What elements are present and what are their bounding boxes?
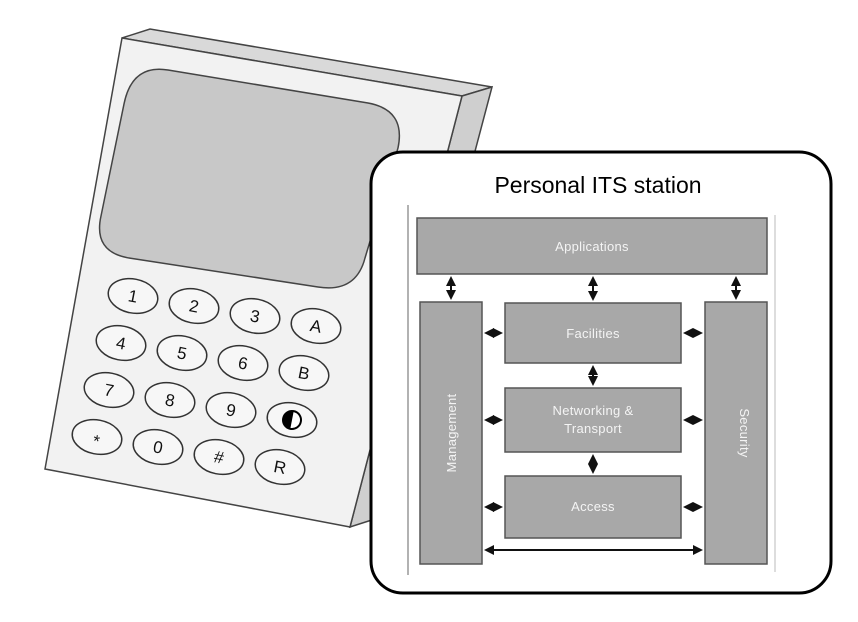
access-block — [504, 475, 682, 539]
key-label: 4 — [114, 333, 127, 353]
key-2[interactable]: 2 — [166, 285, 222, 328]
power-toggle-icon — [282, 410, 302, 430]
key-cap — [168, 287, 220, 325]
key-8[interactable]: 8 — [142, 379, 198, 422]
key-label: R — [272, 457, 288, 478]
key-cap — [278, 354, 330, 392]
key-label: 0 — [151, 437, 164, 457]
key-label: * — [91, 431, 101, 451]
station-title: Personal ITS station — [494, 172, 701, 198]
key-5[interactable]: 5 — [154, 332, 210, 375]
key-label: 5 — [175, 343, 188, 363]
facilities-label: Facilities — [566, 326, 620, 341]
key-label: 7 — [102, 380, 115, 400]
key-cap — [229, 297, 281, 335]
key-cap — [107, 277, 159, 315]
key-label: # — [212, 447, 225, 468]
key-label: 6 — [236, 353, 249, 373]
networking-label-line1: Networking & — [553, 403, 634, 418]
its-station-panel: Personal ITS station Applications Manage… — [369, 150, 833, 595]
key-label: 3 — [248, 306, 261, 326]
management-block — [419, 301, 483, 565]
applications-label: Applications — [555, 239, 629, 254]
key-3[interactable]: 3 — [227, 295, 283, 338]
key-r[interactable]: R — [252, 446, 308, 489]
key-b[interactable]: B — [276, 352, 332, 395]
applications-block — [416, 217, 768, 275]
key-label: 2 — [187, 296, 200, 316]
networking-label-line2: Transport — [564, 421, 622, 436]
access-label: Access — [571, 499, 615, 514]
key-7[interactable]: 7 — [81, 369, 137, 412]
key-label: 8 — [163, 390, 176, 410]
key-cap — [95, 324, 147, 362]
key-label: 9 — [224, 400, 237, 420]
key-power[interactable] — [264, 399, 320, 442]
key-cap — [156, 334, 208, 372]
security-block — [704, 301, 768, 565]
key-4[interactable]: 4 — [93, 322, 149, 365]
key-a[interactable]: A — [288, 305, 344, 348]
key-label: 1 — [126, 286, 139, 306]
key-6[interactable]: 6 — [215, 342, 271, 385]
key-cap — [144, 381, 196, 419]
key-hash[interactable]: # — [191, 436, 247, 479]
key-label: A — [309, 316, 324, 337]
networking-transport-block — [504, 387, 682, 453]
key-cap — [290, 307, 342, 345]
key-label: B — [297, 363, 312, 384]
key-cap — [254, 448, 306, 486]
key-1[interactable]: 1 — [105, 275, 161, 318]
security-label: Security — [737, 408, 752, 458]
key-cap — [193, 438, 245, 476]
device-screen — [98, 68, 401, 289]
key-cap — [132, 428, 184, 466]
key-9[interactable]: 9 — [203, 389, 259, 432]
key-0[interactable]: 0 — [130, 426, 186, 469]
facilities-block — [504, 302, 682, 364]
key-cap — [217, 344, 269, 382]
key-cap — [83, 371, 135, 409]
key-star[interactable]: * — [69, 416, 125, 459]
key-cap — [71, 418, 123, 456]
key-cap — [205, 391, 257, 429]
management-label: Management — [444, 393, 459, 472]
